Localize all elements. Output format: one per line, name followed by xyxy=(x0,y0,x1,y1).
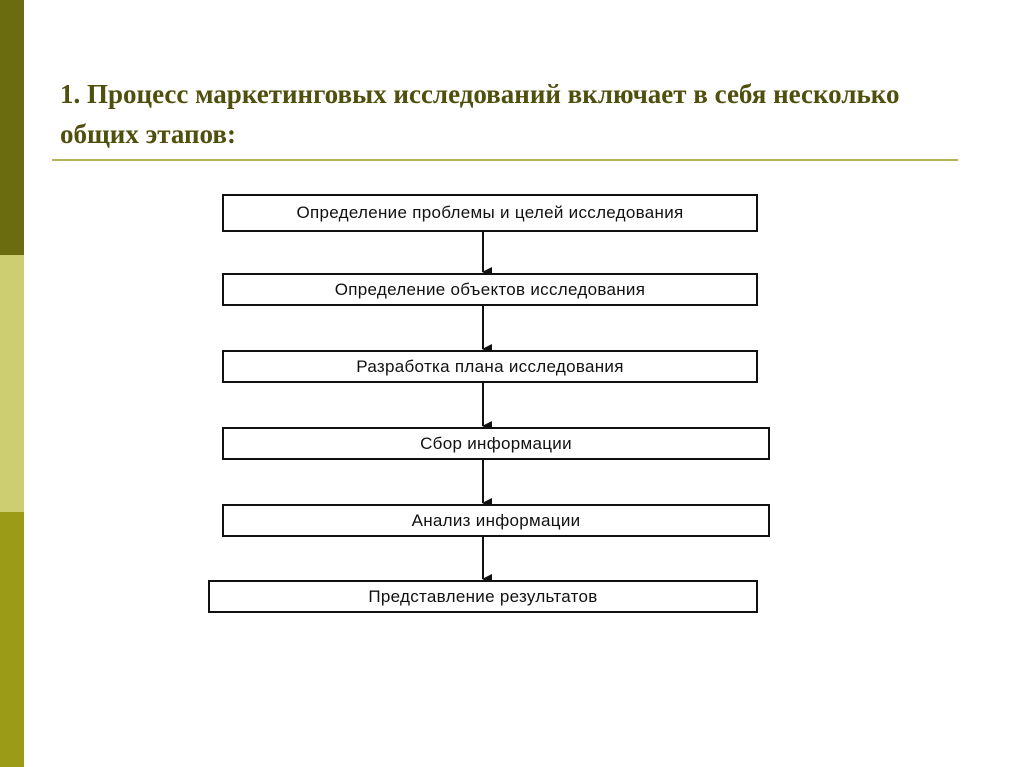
sidebar-accent-middle xyxy=(0,255,24,512)
step-define-objects: Определение объектов исследования xyxy=(222,273,758,306)
step-present-results: Представление результатов xyxy=(208,580,758,613)
step-analyze-info: Анализ информации xyxy=(222,504,770,537)
title-underline xyxy=(52,159,958,161)
sidebar-accent-bottom xyxy=(0,512,24,767)
slide-title: 1. Процесс маркетинговых исследований вк… xyxy=(60,79,900,149)
step-define-problem: Определение проблемы и целей исследовани… xyxy=(222,194,758,232)
step-research-plan: Разработка плана исследования xyxy=(222,350,758,383)
step-collect-info: Сбор информации xyxy=(222,427,770,460)
sidebar-accent-top xyxy=(0,0,24,255)
